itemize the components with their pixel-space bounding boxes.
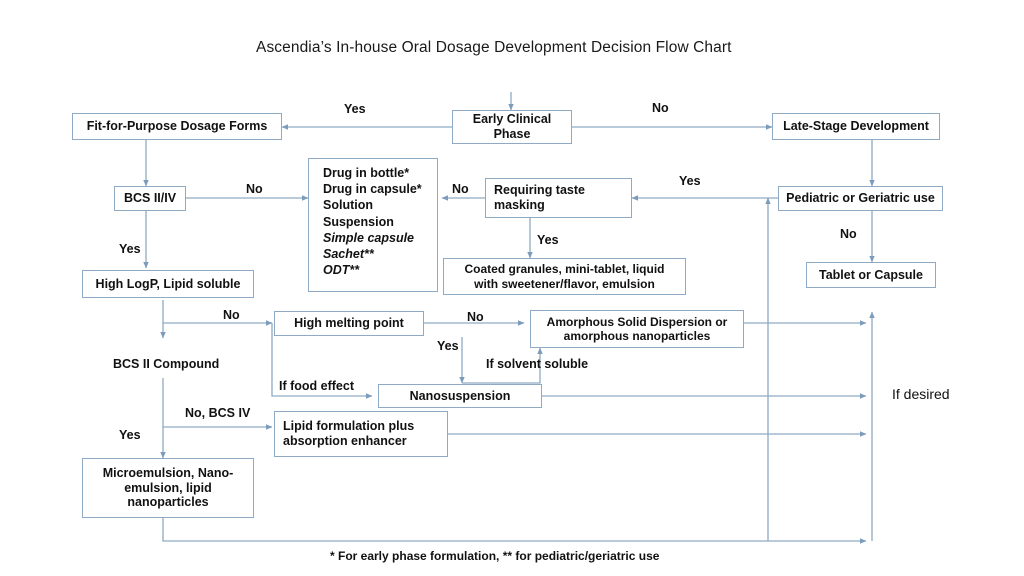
node-high-logp-label: High LogP, Lipid soluble: [95, 276, 241, 291]
edge-label-high-melting-branch-no: No: [223, 308, 240, 322]
edge-label-if-food-effect: If food effect: [279, 379, 354, 393]
node-fit-for-purpose-dosage-forms[interactable]: Fit-for-Purpose Dosage Forms: [72, 113, 282, 140]
node-pediatric-or-geriatric-use[interactable]: Pediatric or Geriatric use: [778, 186, 943, 211]
edge-label-pediatric-yes: Yes: [679, 174, 701, 188]
edge-label-no-bcs-iv: No, BCS IV: [185, 406, 251, 420]
node-late-stage-development-label: Late-Stage Development: [783, 119, 929, 134]
edge-label-bcs-yes: Yes: [119, 242, 141, 256]
edge-label-lipid-yes: Yes: [119, 428, 141, 442]
list-item: ODT**: [323, 263, 360, 278]
edge-label-if-solvent-soluble: If solvent soluble: [486, 357, 589, 371]
node-bcs-ii-iv-label: BCS II/IV: [123, 191, 177, 206]
label-if-desired: If desired: [892, 386, 950, 402]
edge-label-taste-masking-yes: Yes: [537, 233, 559, 247]
node-dosage-forms-list[interactable]: Drug in bottle* Drug in capsule* Solutio…: [308, 158, 438, 292]
node-pediatric-or-geriatric-label: Pediatric or Geriatric use: [786, 191, 935, 206]
node-high-melting-point-label: High melting point: [294, 316, 404, 331]
node-bcs-ii-iv[interactable]: BCS II/IV: [114, 186, 186, 211]
node-high-logp-lipid-soluble[interactable]: High LogP, Lipid soluble: [82, 270, 254, 298]
edge-label-high-melting-no: No: [467, 310, 484, 324]
list-item: Simple capsule: [323, 230, 415, 245]
footnote: * For early phase formulation, ** for pe…: [330, 549, 660, 563]
node-fit-for-purpose-label: Fit-for-Purpose Dosage Forms: [86, 119, 268, 134]
edge-label-pediatric-no: No: [840, 227, 857, 241]
list-item: Sachet**: [323, 247, 374, 262]
label-bcs-ii-compound: BCS II Compound: [113, 357, 220, 371]
list-item: Drug in bottle*: [323, 166, 410, 180]
edge-label-bcs-no: No: [246, 182, 263, 196]
edge-label-high-melting-yes: Yes: [437, 339, 459, 353]
node-nanosuspension[interactable]: Nanosuspension: [378, 384, 542, 408]
edge-label-yes-fit-for-purpose: Yes: [344, 102, 366, 116]
node-tablet-or-capsule-label: Tablet or Capsule: [819, 267, 923, 282]
list-item: Suspension: [323, 214, 394, 229]
edge-label-taste-masking-no: No: [452, 182, 469, 196]
edge-label-no-late-stage: No: [652, 101, 669, 115]
list-item: Drug in capsule*: [323, 182, 422, 197]
list-item: Solution: [323, 198, 373, 213]
chart-title: Ascendia’s In-house Oral Dosage Developm…: [256, 39, 732, 56]
node-tablet-or-capsule[interactable]: Tablet or Capsule: [806, 262, 936, 288]
node-nanosuspension-label: Nanosuspension: [409, 388, 511, 403]
node-late-stage-development[interactable]: Late-Stage Development: [772, 113, 940, 140]
node-high-melting-point[interactable]: High melting point: [274, 311, 424, 336]
